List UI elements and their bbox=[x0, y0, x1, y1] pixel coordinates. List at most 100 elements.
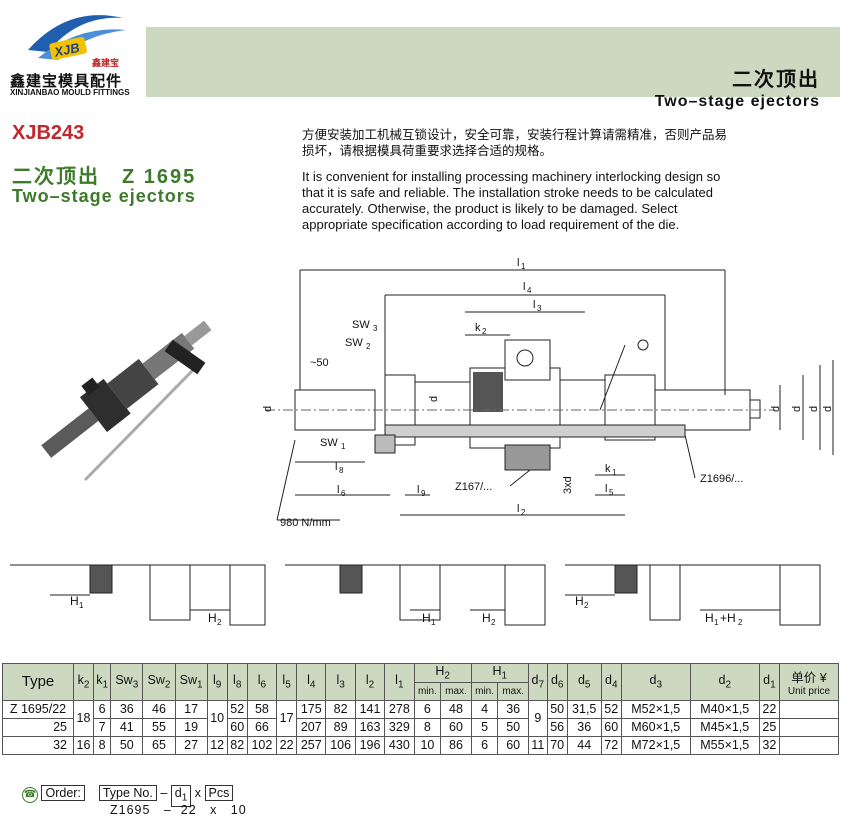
svg-text:6: 6 bbox=[341, 489, 346, 498]
dim-l5: l bbox=[605, 483, 607, 495]
svg-text:1: 1 bbox=[341, 442, 346, 451]
product-name-cn: 二次顶出 Z 1695 bbox=[12, 166, 197, 188]
svg-text:2: 2 bbox=[366, 342, 371, 351]
description-en: It is convenient for installing processi… bbox=[302, 169, 721, 232]
label-force: 980 N/mm bbox=[280, 517, 331, 529]
col-l6: l6 bbox=[246, 663, 278, 701]
brand-name-en: XINJIANBAO MOULD FITTINGS bbox=[10, 88, 130, 97]
svg-text:1: 1 bbox=[431, 618, 436, 627]
dim-l2: l bbox=[517, 503, 519, 515]
col-l5: l5 bbox=[276, 663, 298, 701]
header-band: 二次顶出 Two–stage ejectors bbox=[146, 27, 840, 110]
svg-text:1: 1 bbox=[612, 468, 617, 477]
col-d1: d1 bbox=[758, 663, 781, 701]
col-price: 单价 ¥Unit price bbox=[779, 663, 839, 701]
svg-text:9: 9 bbox=[421, 489, 426, 498]
col-d7: d7 bbox=[527, 663, 548, 701]
dim-d3: d bbox=[822, 406, 834, 412]
col-sw1: Sw1 bbox=[174, 663, 208, 701]
brand-logo: XJB 鑫建宝 bbox=[8, 10, 138, 100]
col-h1-min: min. bbox=[470, 681, 499, 701]
dim-l8: l bbox=[335, 461, 337, 473]
svg-text:2: 2 bbox=[217, 618, 222, 627]
dim-l9: l bbox=[417, 484, 419, 496]
product-name-en: Two–stage ejectors bbox=[12, 186, 196, 206]
svg-text:1: 1 bbox=[714, 618, 719, 627]
table-row: 32 16 8 50 65 27 12 82 102 22 257 106 19… bbox=[2, 735, 839, 755]
col-d5: d5 bbox=[566, 663, 602, 701]
dim-d2: d bbox=[791, 406, 803, 412]
table-row: Z 1695/22 18 6 36 46 17 10 52 58 17 175 … bbox=[2, 699, 839, 737]
phone-icon: ☎ bbox=[22, 787, 38, 803]
dim-d1: d bbox=[262, 406, 274, 412]
svg-text:1: 1 bbox=[79, 601, 84, 610]
col-d3: d3 bbox=[620, 663, 691, 701]
svg-text:2: 2 bbox=[482, 327, 487, 336]
svg-text:2: 2 bbox=[738, 618, 743, 627]
variant2-h2: H bbox=[482, 611, 491, 625]
col-h2-min: min. bbox=[413, 681, 442, 701]
svg-text:XJB: XJB bbox=[52, 40, 81, 60]
col-sw3: Sw3 bbox=[110, 663, 144, 701]
svg-text:3: 3 bbox=[373, 324, 378, 333]
col-k1: k1 bbox=[93, 663, 112, 701]
svg-text:1: 1 bbox=[521, 262, 526, 271]
header-title-en: Two–stage ejectors bbox=[654, 93, 820, 110]
description-cn: 方便安装加工机械互锁设计，安全可靠，安装行程计算请需精准，否则产品易损坏，请根据… bbox=[302, 128, 728, 158]
col-h1: H1 bbox=[470, 663, 529, 683]
col-l1: l1 bbox=[384, 663, 415, 701]
col-d6: d6 bbox=[546, 663, 568, 701]
variant3-h2: H bbox=[575, 594, 584, 608]
col-d2: d2 bbox=[689, 663, 760, 701]
col-sw2: Sw2 bbox=[142, 663, 176, 701]
variant-h2: H bbox=[208, 611, 217, 625]
label-z167: Z167/... bbox=[455, 481, 492, 493]
variant-h1: H bbox=[70, 594, 79, 608]
dim-l3: l bbox=[533, 299, 535, 311]
order-format: ☎ Order: Type No. – d1 x Pcs bbox=[22, 785, 234, 807]
header-title-cn: 二次顶出 bbox=[732, 69, 820, 91]
svg-text:5: 5 bbox=[609, 488, 614, 497]
col-h1-max: max. bbox=[497, 681, 529, 701]
dim-k2: k bbox=[475, 322, 481, 334]
spec-table: Type k2 k1 Sw3 Sw2 Sw1 l9 l8 l6 l5 l4 l3… bbox=[2, 663, 839, 755]
product-code: XJB243 bbox=[12, 122, 85, 144]
order-label: Order: bbox=[41, 785, 85, 801]
col-type: Type bbox=[2, 663, 74, 701]
dim-sw1: SW bbox=[320, 437, 338, 449]
svg-text:2: 2 bbox=[521, 508, 526, 517]
col-l9: l9 bbox=[206, 663, 228, 701]
dim-l1: l bbox=[517, 257, 519, 269]
dim-d4: d bbox=[428, 396, 440, 402]
dim-d6: d bbox=[808, 406, 820, 412]
dim-d5: d bbox=[770, 406, 782, 412]
col-k2: k2 bbox=[72, 663, 95, 701]
col-h2: H2 bbox=[413, 663, 472, 683]
order-type-no: Type No. bbox=[98, 785, 157, 801]
svg-text:鑫建宝: 鑫建宝 bbox=[91, 57, 119, 68]
col-l3: l3 bbox=[325, 663, 356, 701]
variant2-h1: H bbox=[422, 611, 431, 625]
col-l2: l2 bbox=[354, 663, 386, 701]
dim-d7: 3xd bbox=[562, 476, 574, 494]
dim-approx50: ~50 bbox=[310, 357, 329, 369]
dim-sw3: SW bbox=[352, 319, 370, 331]
label-z1696: Z1696/... bbox=[700, 473, 743, 485]
dim-l4: l bbox=[523, 281, 525, 293]
order-pcs: Pcs bbox=[204, 785, 234, 801]
dim-sw2: SW bbox=[345, 337, 363, 349]
svg-text:8: 8 bbox=[339, 466, 344, 475]
svg-text:2: 2 bbox=[584, 601, 589, 610]
brand-name-cn: 鑫建宝模具配件 bbox=[10, 73, 123, 90]
col-h2-max: max. bbox=[440, 681, 472, 701]
svg-text:2: 2 bbox=[491, 618, 496, 627]
variant3-h12: H bbox=[705, 611, 714, 625]
dim-l6: l bbox=[337, 484, 339, 496]
logo-graphic: XJB 鑫建宝 bbox=[28, 15, 126, 68]
table-row: 25 7 41 55 19 60 66 207 89 163 329 8 60 … bbox=[2, 717, 839, 737]
svg-text:3: 3 bbox=[537, 304, 542, 313]
col-d4: d4 bbox=[600, 663, 622, 701]
product-photo bbox=[15, 290, 240, 490]
